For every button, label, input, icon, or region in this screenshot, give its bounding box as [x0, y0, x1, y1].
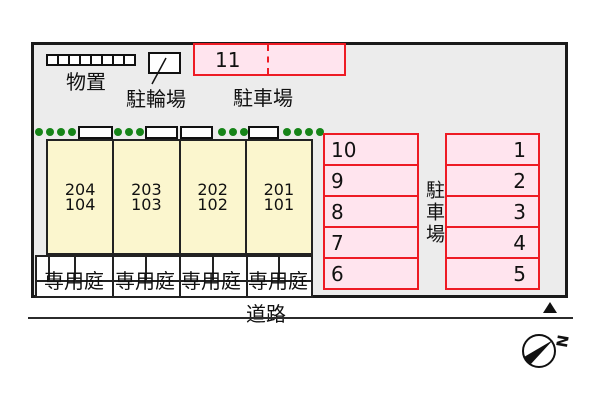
shrub-icon — [218, 128, 226, 136]
parking-space-number: 5 — [513, 261, 526, 286]
entrance-marker-icon — [543, 302, 557, 313]
compass-north-letter: N — [552, 333, 572, 348]
garden-fence-line — [212, 257, 214, 282]
garden-fence-line — [278, 257, 280, 282]
shrub-icon — [240, 128, 248, 136]
parking-space-2: 2 — [445, 164, 540, 197]
unit-number-upper: 204 — [64, 180, 96, 199]
garden-divider — [179, 257, 181, 296]
parking-space-3: 3 — [445, 195, 540, 228]
parking-stall-divider — [267, 45, 269, 74]
parking-space-number: 8 — [331, 199, 344, 224]
unit-number-upper: 203 — [131, 180, 162, 199]
shrub-icon — [57, 128, 65, 136]
shrub-icon — [114, 128, 122, 136]
shrub-row — [35, 128, 79, 136]
parking-space-1: 1 — [445, 133, 540, 166]
parking-space-5: 5 — [445, 257, 540, 290]
parking-space-10: 10 — [323, 133, 419, 166]
shrub-icon — [35, 128, 43, 136]
shrub-icon — [283, 128, 291, 136]
shrub-icon — [136, 128, 144, 136]
parking-space-8: 8 — [323, 195, 419, 228]
garden-label: 専用庭 — [115, 269, 175, 293]
garden-divider — [246, 257, 248, 296]
storage-label: 物置 — [66, 70, 106, 94]
shrub-icon — [229, 128, 237, 136]
private-gardens: 専用庭 専用庭 専用庭 専用庭 — [35, 255, 313, 298]
parking-space-number: 11 — [215, 47, 241, 72]
unit-porch — [145, 126, 178, 139]
shrub-icon — [305, 128, 313, 136]
unit-204-104: 204 104 — [48, 141, 115, 253]
garden-label: 専用庭 — [44, 269, 104, 293]
shrub-row — [218, 128, 251, 136]
unit-porch — [78, 126, 113, 139]
parking-space-6: 6 — [323, 257, 419, 290]
garden-divider — [112, 257, 114, 296]
shrub-icon — [316, 128, 324, 136]
parking-column-left: 10 9 8 7 6 — [323, 133, 419, 290]
parking-space-11: 11 — [193, 43, 346, 76]
parking-space-number: 9 — [331, 168, 344, 193]
unit-number-lower: 102 — [197, 195, 228, 214]
unit-number-lower: 101 — [263, 195, 295, 214]
parking-space-number: 1 — [513, 137, 526, 162]
parking-space-number: 2 — [513, 168, 526, 193]
unit-203-103: 203 103 — [114, 141, 181, 253]
unit-porch — [180, 126, 213, 139]
garden-fence-line — [37, 280, 311, 282]
parking-space-number: 7 — [331, 230, 344, 255]
building-units: 204 104 203 103 202 102 201 101 — [46, 139, 313, 255]
storage-stall — [123, 54, 136, 66]
shrub-icon — [68, 128, 76, 136]
right-parking-label: 駐車場 — [423, 180, 445, 246]
road-edge-line — [28, 317, 573, 319]
storage-shed — [46, 54, 136, 66]
unit-porch — [248, 126, 279, 139]
parking-space-4: 4 — [445, 226, 540, 259]
shrub-row — [114, 128, 147, 136]
parking-space-number: 10 — [331, 137, 357, 162]
garden-fence-line — [74, 257, 76, 282]
unit-201-101: 201 101 — [247, 141, 311, 253]
garden-fence-line — [145, 257, 147, 282]
parking-space-number: 6 — [331, 261, 344, 286]
parking-space-7: 7 — [323, 226, 419, 259]
shrub-icon — [46, 128, 54, 136]
unit-202-102: 202 102 — [181, 141, 247, 253]
unit-number-upper: 202 — [197, 180, 228, 199]
shrub-icon — [294, 128, 302, 136]
bicycle-parking-label: 駐輪場 — [126, 87, 186, 111]
bicycle-parking-area — [148, 52, 181, 74]
parking-space-9: 9 — [323, 164, 419, 197]
parking-space-number: 3 — [513, 199, 526, 224]
compass-icon: N — [522, 333, 572, 368]
shrub-row — [283, 128, 327, 136]
garden-label: 専用庭 — [181, 269, 241, 293]
shrub-icon — [125, 128, 133, 136]
parking-column-right: 1 2 3 4 5 — [445, 133, 540, 290]
road-label: 道路 — [246, 302, 286, 326]
parking-space-number: 4 — [513, 230, 526, 255]
garden-label: 専用庭 — [248, 269, 308, 293]
unit-number-upper: 201 — [263, 180, 295, 199]
top-parking-label: 駐車場 — [233, 86, 293, 110]
unit-number-lower: 104 — [64, 195, 96, 214]
unit-number-lower: 103 — [131, 195, 162, 214]
garden-fence-line — [48, 257, 50, 282]
